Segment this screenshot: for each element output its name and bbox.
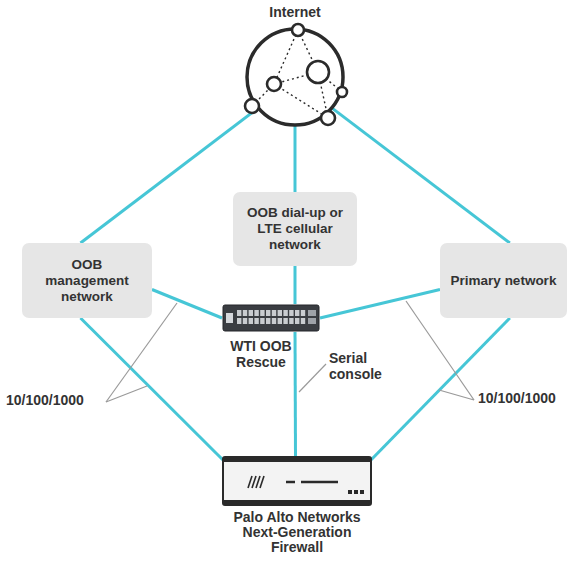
speed-label: 10/100/1000	[478, 390, 578, 406]
firewall-icon	[222, 456, 372, 506]
leader-line	[299, 364, 326, 392]
network-box: OOB management network	[22, 243, 152, 318]
firewall-device: Palo Alto Networks Next-Generation Firew…	[222, 456, 372, 555]
network-box: OOB dial-up or LTE cellular network	[233, 192, 357, 266]
node-label: OOB management network	[30, 257, 144, 305]
network-link	[294, 125, 297, 192]
network-link	[81, 108, 259, 243]
switch-icon	[222, 304, 320, 332]
node-label: Primary network	[451, 273, 557, 289]
network-box: Primary network	[440, 243, 567, 318]
network-link	[320, 290, 440, 319]
network-link	[332, 108, 510, 243]
node-label: WTI OOB Rescue	[222, 338, 300, 370]
network-link	[152, 290, 222, 319]
node-label: Palo Alto Networks Next-Generation Firew…	[222, 510, 372, 555]
oob-device: WTI OOB Rescue	[222, 304, 322, 370]
network-link	[294, 266, 297, 304]
network-link	[294, 332, 297, 456]
network-link	[81, 318, 226, 462]
node-label: Internet	[240, 4, 350, 20]
leader-line	[106, 386, 147, 402]
node-label: OOB dial-up or LTE cellular network	[241, 205, 349, 253]
link-label: Serial console	[329, 350, 395, 382]
leader-line	[439, 390, 474, 400]
speed-label: 10/100/1000	[6, 392, 102, 408]
internet-icon	[240, 22, 350, 132]
internet-cloud: Internet	[240, 4, 350, 132]
